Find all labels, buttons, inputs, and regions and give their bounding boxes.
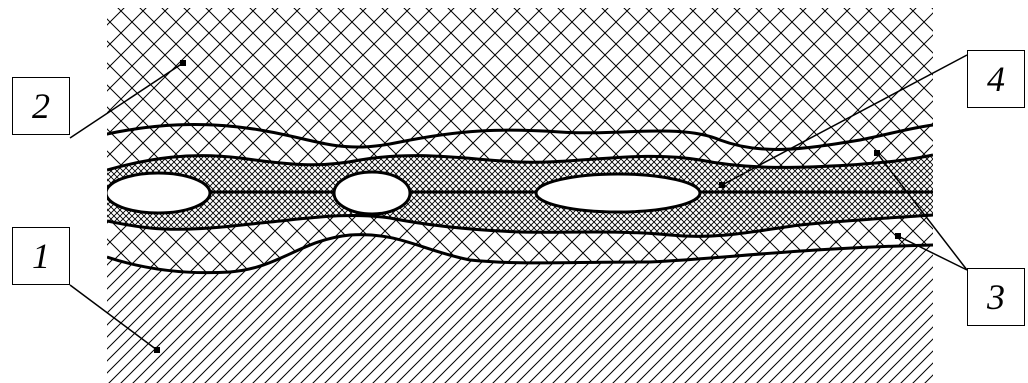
dot-2 xyxy=(180,60,186,66)
dot-1 xyxy=(154,347,160,353)
label-box-4: 4 xyxy=(967,50,1025,108)
dot-3b xyxy=(895,233,901,239)
dot-4 xyxy=(719,182,725,188)
dot-3a xyxy=(874,150,880,156)
label-box-2: 2 xyxy=(12,77,70,135)
label-box-1: 1 xyxy=(12,227,70,285)
pore-1 xyxy=(106,173,210,213)
pore-3 xyxy=(536,174,700,212)
label-box-3: 3 xyxy=(967,268,1025,326)
pore-2 xyxy=(334,172,410,214)
